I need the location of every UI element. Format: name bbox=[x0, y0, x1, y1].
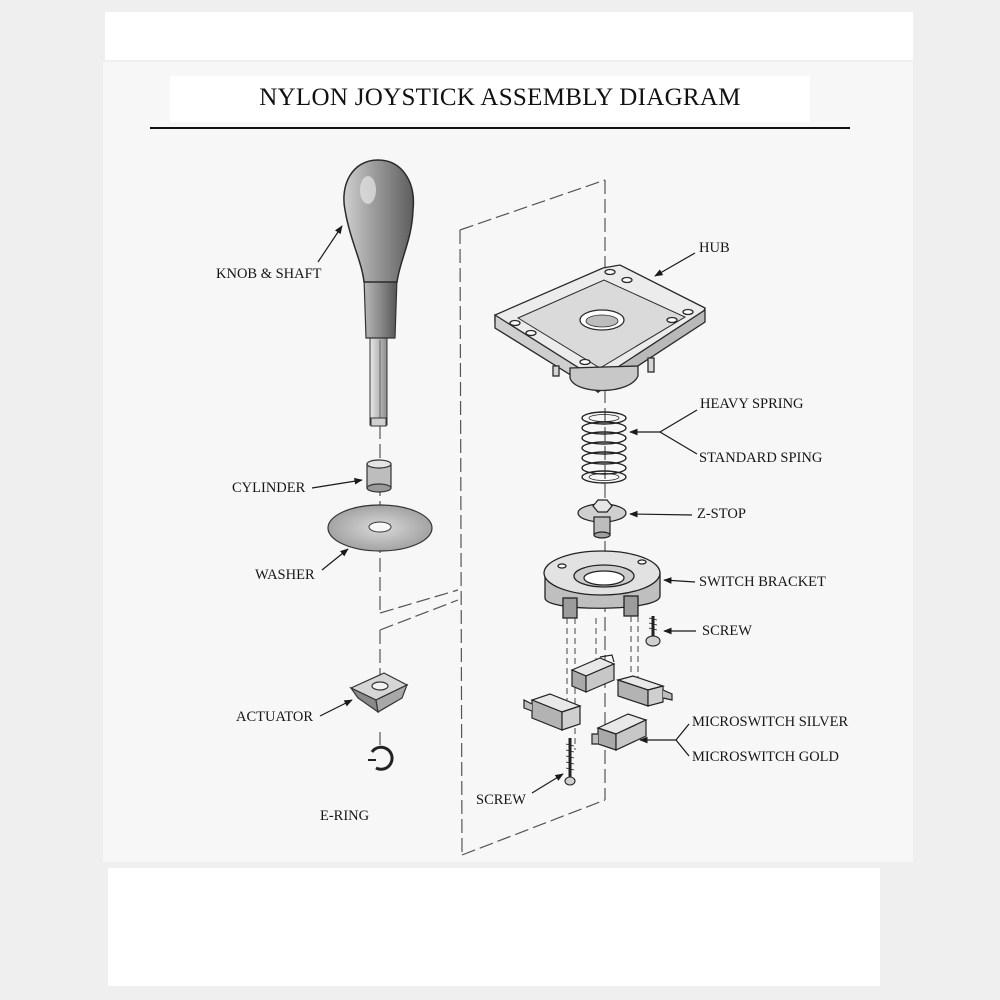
label-switch-bracket: SWITCH BRACKET bbox=[699, 574, 826, 590]
screw-lower-part bbox=[564, 738, 576, 786]
bottom-white-band bbox=[108, 868, 880, 986]
label-standard-spring: STANDARD SPING bbox=[699, 450, 823, 466]
diagram-title: NYLON JOYSTICK ASSEMBLY DIAGRAM bbox=[259, 84, 741, 111]
label-heavy-spring: HEAVY SPRING bbox=[700, 396, 804, 412]
microswitch-gold-left-part bbox=[523, 693, 582, 731]
leader-arrows bbox=[311, 225, 698, 794]
arrow-screw-lower bbox=[531, 773, 564, 794]
microswitch-silver-right-part bbox=[615, 675, 673, 707]
leader-heavy-spring bbox=[659, 409, 698, 433]
label-actuator: ACTUATOR bbox=[236, 709, 314, 725]
e-ring-part bbox=[368, 745, 394, 771]
leader-microswitch-silver bbox=[675, 723, 690, 741]
leader-microswitch-gold bbox=[675, 739, 690, 757]
label-knob-shaft: KNOB & SHAFT bbox=[216, 266, 322, 282]
arrow-actuator bbox=[319, 699, 353, 717]
spring-part bbox=[581, 411, 627, 484]
label-hub: HUB bbox=[699, 240, 730, 256]
microswitch-gold-front-part bbox=[591, 713, 648, 751]
label-screw-upper: SCREW bbox=[702, 623, 752, 639]
label-microswitch-gold: MICROSWITCH GOLD bbox=[692, 749, 840, 765]
label-microswitch-silver: MICROSWITCH SILVER bbox=[692, 714, 849, 730]
leader-standard-spring bbox=[659, 431, 698, 455]
label-cylinder: CYLINDER bbox=[232, 480, 306, 496]
label-washer: WASHER bbox=[255, 567, 315, 583]
title-background bbox=[170, 76, 810, 122]
label-e-ring: E-RING bbox=[320, 808, 370, 824]
arrow-washer bbox=[321, 548, 349, 571]
cylinder-part bbox=[366, 459, 392, 493]
screw-upper-part bbox=[645, 616, 661, 647]
diagram-sheet bbox=[103, 62, 913, 862]
arrow-z-stop bbox=[629, 510, 693, 518]
hub-part bbox=[494, 264, 706, 394]
arrow-switch-bracket bbox=[663, 577, 696, 584]
top-white-band bbox=[105, 12, 913, 60]
microswitch-silver-back-part bbox=[570, 654, 616, 693]
switch-bracket-part bbox=[543, 550, 661, 619]
z-stop-part bbox=[577, 499, 627, 539]
arrow-cylinder bbox=[311, 477, 363, 489]
label-screw-lower: SCREW bbox=[476, 792, 526, 808]
actuator-part bbox=[349, 672, 409, 714]
washer-part bbox=[327, 504, 433, 552]
arrow-knob-shaft bbox=[317, 225, 343, 263]
arrow-hub bbox=[654, 252, 696, 277]
label-z-stop: Z-STOP bbox=[697, 506, 746, 522]
knob-and-shaft-part bbox=[343, 159, 415, 427]
title-underline bbox=[150, 127, 850, 129]
